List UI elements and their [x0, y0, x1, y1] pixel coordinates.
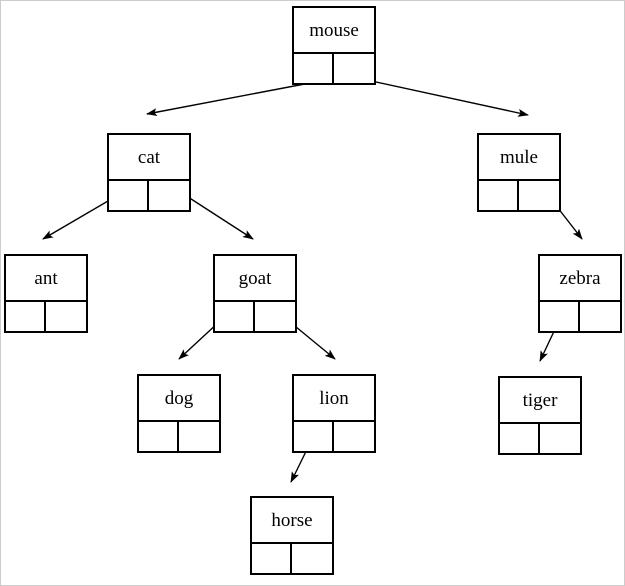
node-left-pointer-mouse[interactable]: [294, 54, 334, 83]
node-right-pointer-mouse[interactable]: [334, 54, 374, 83]
tree-node-tiger[interactable]: tiger: [498, 376, 582, 455]
node-label-goat: goat: [215, 256, 295, 302]
tree-node-dog[interactable]: dog: [137, 374, 221, 453]
node-left-pointer-horse[interactable]: [252, 544, 292, 573]
node-right-pointer-tiger[interactable]: [540, 424, 580, 453]
node-right-pointer-cat[interactable]: [149, 181, 189, 210]
node-pointers-mule: [479, 181, 559, 210]
node-right-pointer-lion[interactable]: [334, 422, 374, 451]
node-pointers-lion: [294, 422, 374, 451]
tree-node-ant[interactable]: ant: [4, 254, 88, 333]
tree-node-mule[interactable]: mule: [477, 133, 561, 212]
node-right-pointer-horse[interactable]: [292, 544, 332, 573]
node-pointers-mouse: [294, 54, 374, 83]
node-right-pointer-zebra[interactable]: [580, 302, 620, 331]
edge-mouse-right-to-mule: [352, 76, 529, 117]
node-right-pointer-dog[interactable]: [179, 422, 219, 451]
node-left-pointer-lion[interactable]: [294, 422, 334, 451]
node-pointers-horse: [252, 544, 332, 573]
node-label-horse: horse: [252, 498, 332, 544]
tree-node-zebra[interactable]: zebra: [538, 254, 622, 333]
node-pointers-ant: [6, 302, 86, 331]
node-label-dog: dog: [139, 376, 219, 422]
node-right-pointer-mule[interactable]: [519, 181, 559, 210]
node-left-pointer-zebra[interactable]: [540, 302, 580, 331]
node-left-pointer-goat[interactable]: [215, 302, 255, 331]
node-label-tiger: tiger: [500, 378, 580, 424]
tree-node-mouse[interactable]: mouse: [292, 6, 376, 85]
node-pointers-tiger: [500, 424, 580, 453]
node-pointers-cat: [109, 181, 189, 210]
tree-node-goat[interactable]: goat: [213, 254, 297, 333]
node-label-zebra: zebra: [540, 256, 620, 302]
node-left-pointer-tiger[interactable]: [500, 424, 540, 453]
tree-node-horse[interactable]: horse: [250, 496, 334, 575]
node-left-pointer-cat[interactable]: [109, 181, 149, 210]
node-label-mule: mule: [479, 135, 559, 181]
node-pointers-zebra: [540, 302, 620, 331]
node-right-pointer-ant[interactable]: [46, 302, 86, 331]
node-pointers-dog: [139, 422, 219, 451]
node-left-pointer-dog[interactable]: [139, 422, 179, 451]
node-label-lion: lion: [294, 376, 374, 422]
node-label-ant: ant: [6, 256, 86, 302]
node-pointers-goat: [215, 302, 295, 331]
node-right-pointer-goat[interactable]: [255, 302, 295, 331]
node-label-mouse: mouse: [294, 8, 374, 54]
node-left-pointer-mule[interactable]: [479, 181, 519, 210]
tree-node-lion[interactable]: lion: [292, 374, 376, 453]
tree-node-cat[interactable]: cat: [107, 133, 191, 212]
node-left-pointer-ant[interactable]: [6, 302, 46, 331]
node-label-cat: cat: [109, 135, 189, 181]
